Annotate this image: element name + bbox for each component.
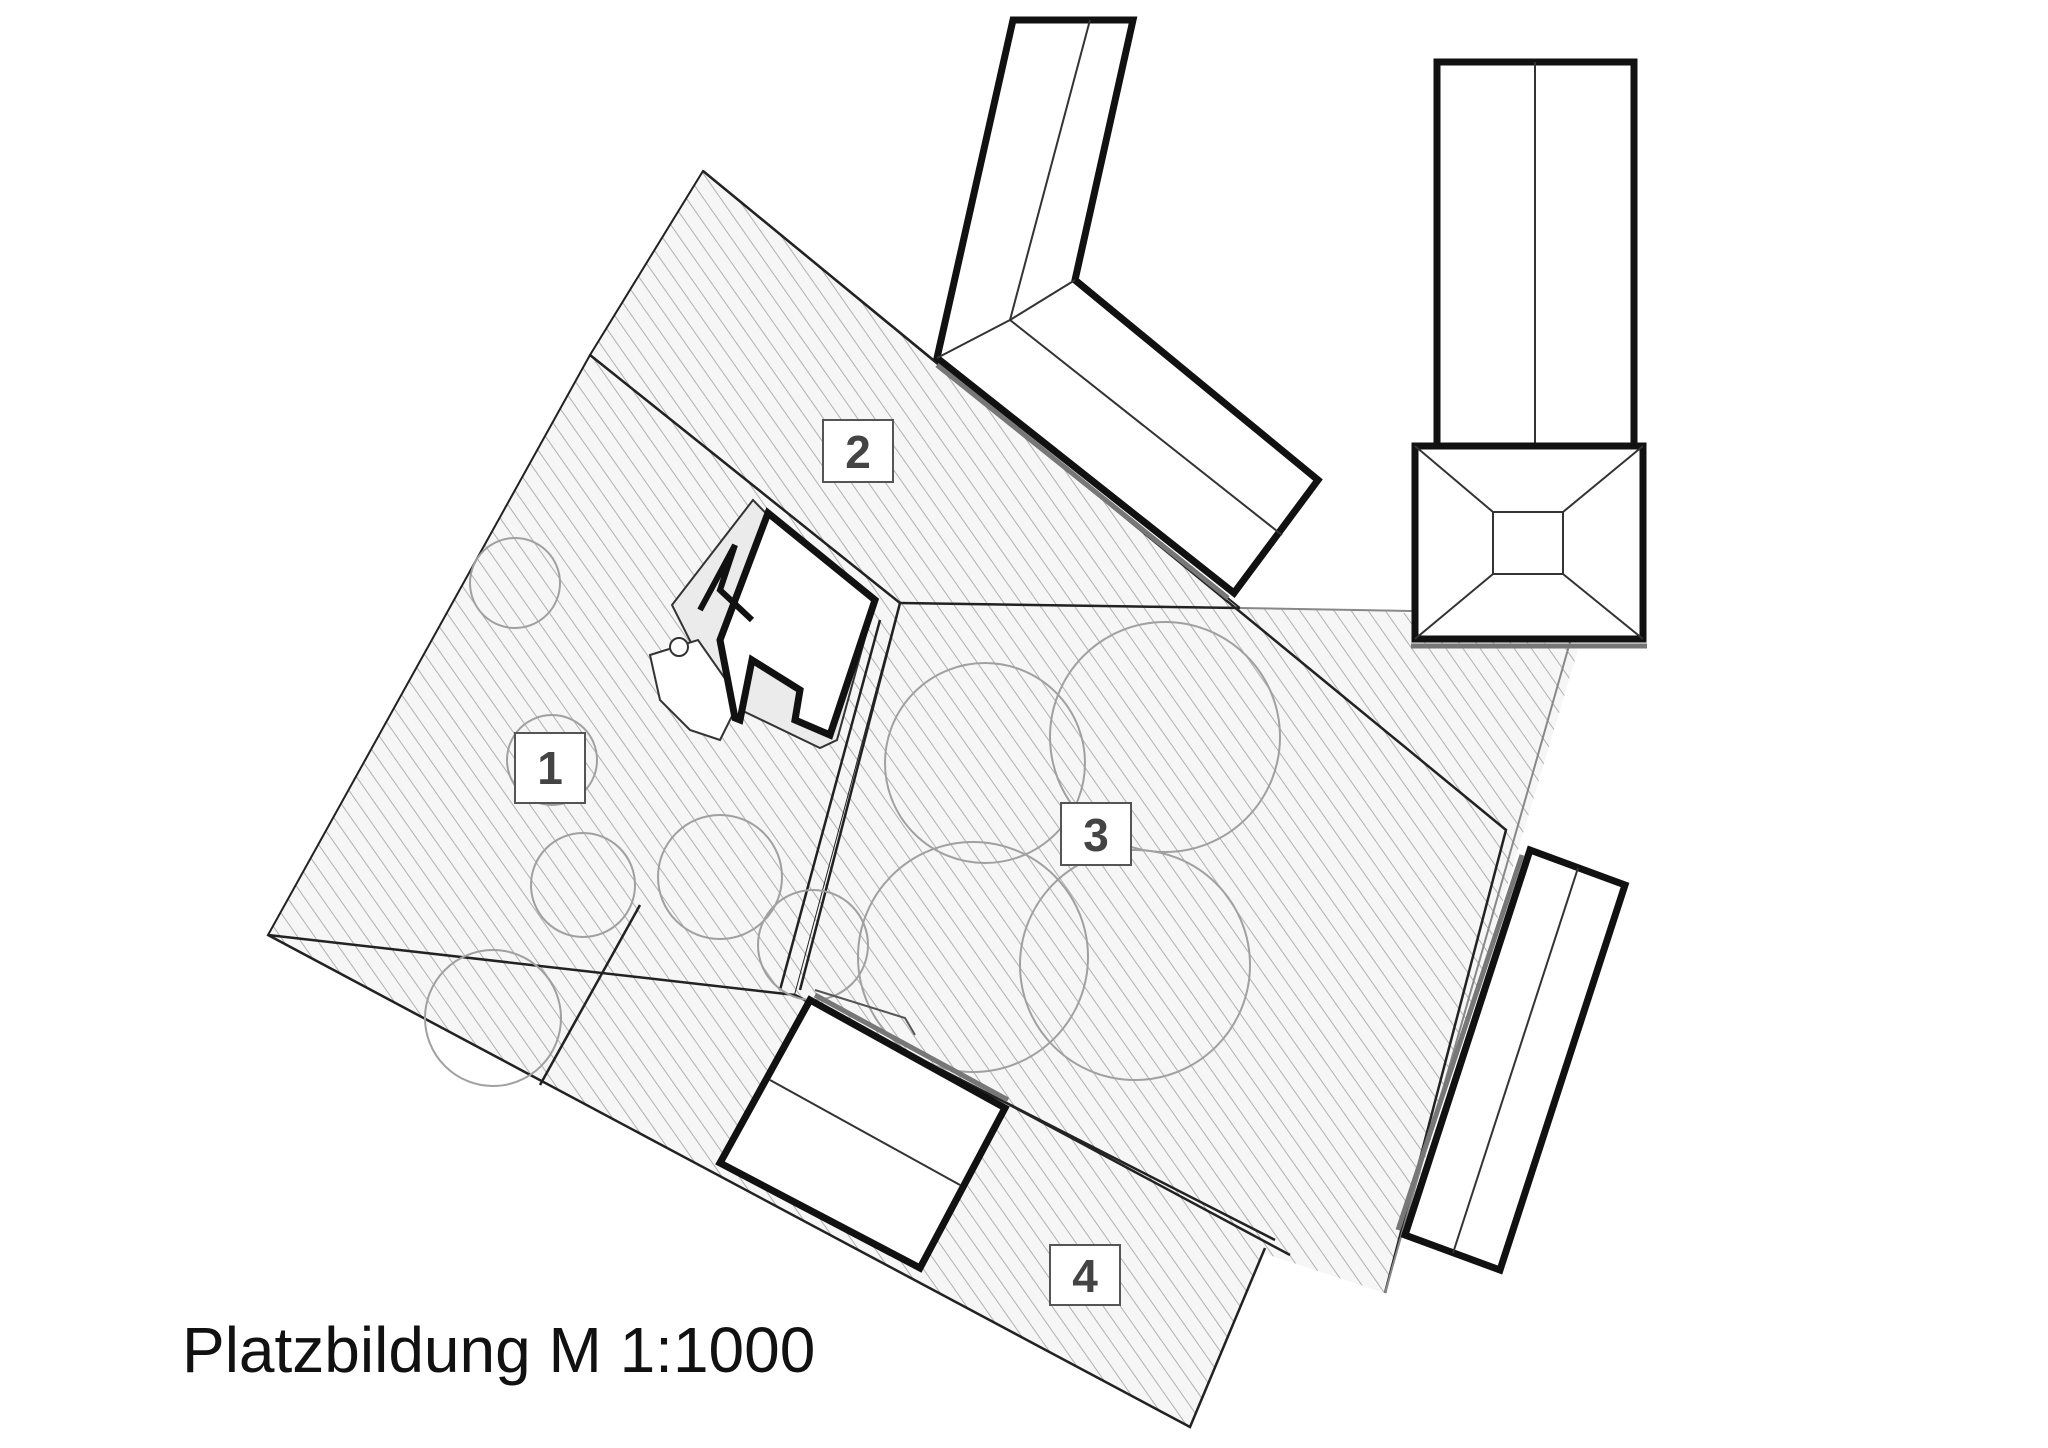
site-outline-south: [267, 933, 1267, 1429]
building-ne-hip: [1414, 445, 1494, 513]
zone-divider-2-3: [899, 601, 1241, 610]
tree-circle: [469, 537, 561, 629]
building-north-l: [933, 16, 1323, 600]
building-north-east: [1411, 58, 1647, 649]
zone-label-box: [1049, 1244, 1121, 1306]
zone-label-box: [514, 732, 586, 804]
zone-label-box: [1060, 802, 1132, 866]
zone-divider-1-4: [267, 933, 796, 997]
path-center: [798, 602, 902, 991]
building-ne-hip: [1562, 445, 1644, 513]
tree-circle: [530, 832, 636, 938]
path-center-edge: [778, 619, 882, 991]
tree-circle: [657, 814, 783, 940]
tree-circle: [857, 841, 1089, 1073]
building-south-ridge: [769, 1079, 961, 1186]
zone-label-1: 1: [514, 732, 586, 804]
zone-label-text: 3: [1083, 809, 1109, 861]
building-south-outline: [715, 995, 1010, 1273]
building-ne-hip: [1414, 573, 1494, 640]
zone-divider-1-2: [589, 354, 901, 604]
tree-circle: [884, 662, 1086, 864]
building-terrace: [648, 638, 742, 742]
zone-label-text: 2: [845, 426, 871, 478]
building-north-l-shadow: [935, 363, 1230, 600]
zone-label-3: 3: [1060, 802, 1132, 866]
building-north-l-hip: [936, 319, 1011, 359]
zone-label-text: 4: [1072, 1250, 1098, 1302]
zone-label-box: [822, 419, 894, 483]
building-ne-square-inner: [1492, 511, 1564, 575]
building-south-shadow: [813, 992, 1010, 1103]
building-north-l-hip: [1009, 279, 1076, 321]
central-building: [648, 498, 880, 750]
building-ne-hip: [1562, 573, 1644, 640]
zone-label-4: 4: [1049, 1244, 1121, 1306]
tree-circle: [506, 714, 598, 806]
zone-divider-4-west: [538, 904, 642, 1086]
zone-label-text: 1: [537, 742, 563, 794]
zone-labels: 1 2 3 4: [514, 419, 1132, 1306]
building-east-ridge: [1452, 867, 1579, 1254]
tree-circle: [1019, 849, 1251, 1081]
tree-circle: [424, 949, 562, 1087]
building-step: [697, 543, 755, 623]
building-east: [1395, 845, 1630, 1275]
plan-caption: Platzbildung M 1:1000: [182, 1314, 816, 1386]
small-circle: [669, 637, 689, 657]
building-south: [715, 989, 1010, 1273]
zone-label-2: 2: [822, 419, 894, 483]
trees: [424, 537, 1281, 1087]
building-south-annex: [814, 989, 916, 1036]
zone-3-area: [795, 603, 1578, 1293]
building-main: [716, 507, 880, 740]
tree-circle: [1049, 621, 1281, 853]
zone-divider-4-east: [1009, 1103, 1291, 1257]
building-east-shadow: [1395, 854, 1525, 1231]
